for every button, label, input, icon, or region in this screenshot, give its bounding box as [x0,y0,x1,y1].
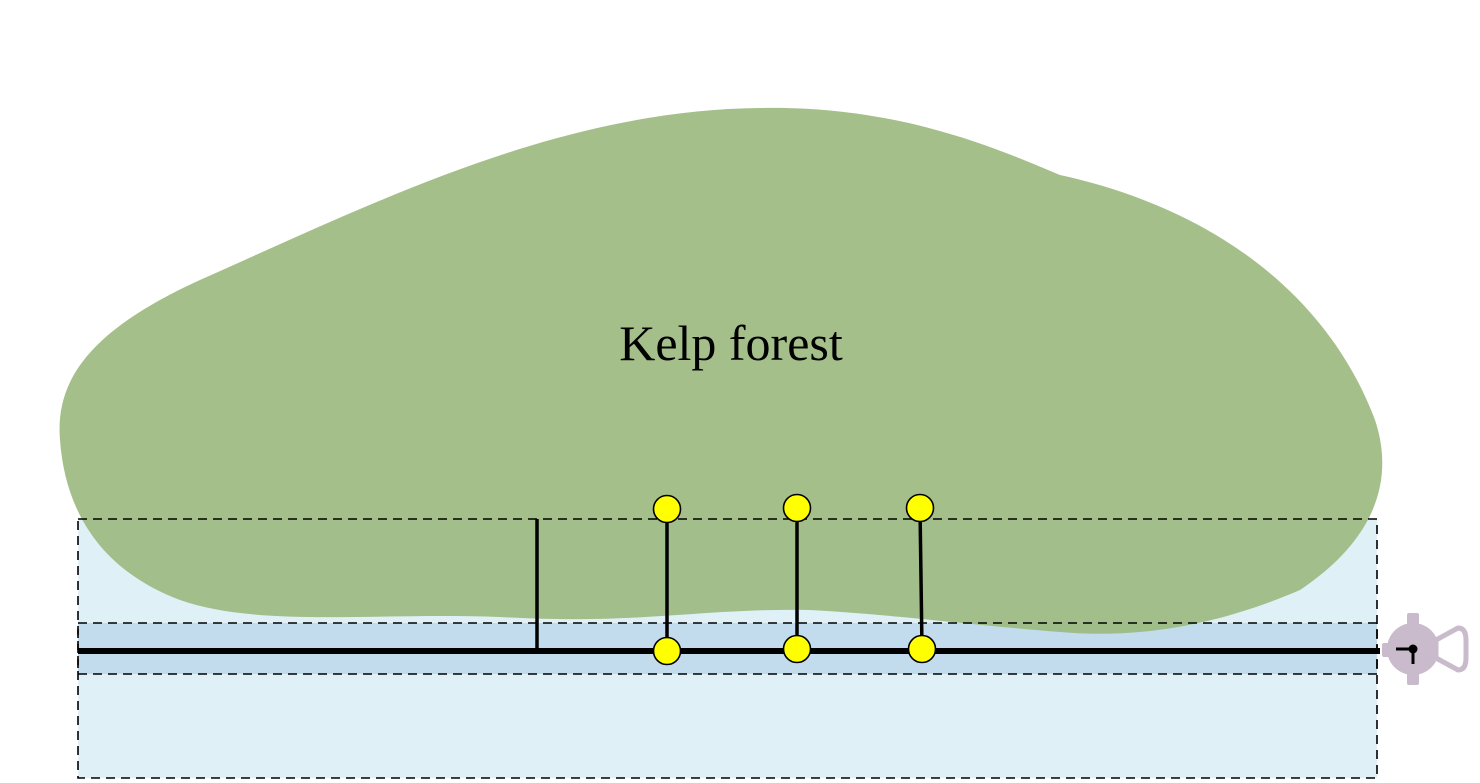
buoy-node-icon [905,493,935,523]
buoy-node-icon [652,636,682,666]
buoy-node-icon [652,494,682,524]
kelp-forest-area [59,107,1383,634]
sensor-line-3 [918,507,924,650]
kelp-forest-label: Kelp forest [619,315,843,371]
buoy-node-icon [907,634,937,664]
buoy-node-icon [782,634,812,664]
buoy-node-icon [782,493,812,523]
underwater-camera-icon [1382,613,1469,685]
